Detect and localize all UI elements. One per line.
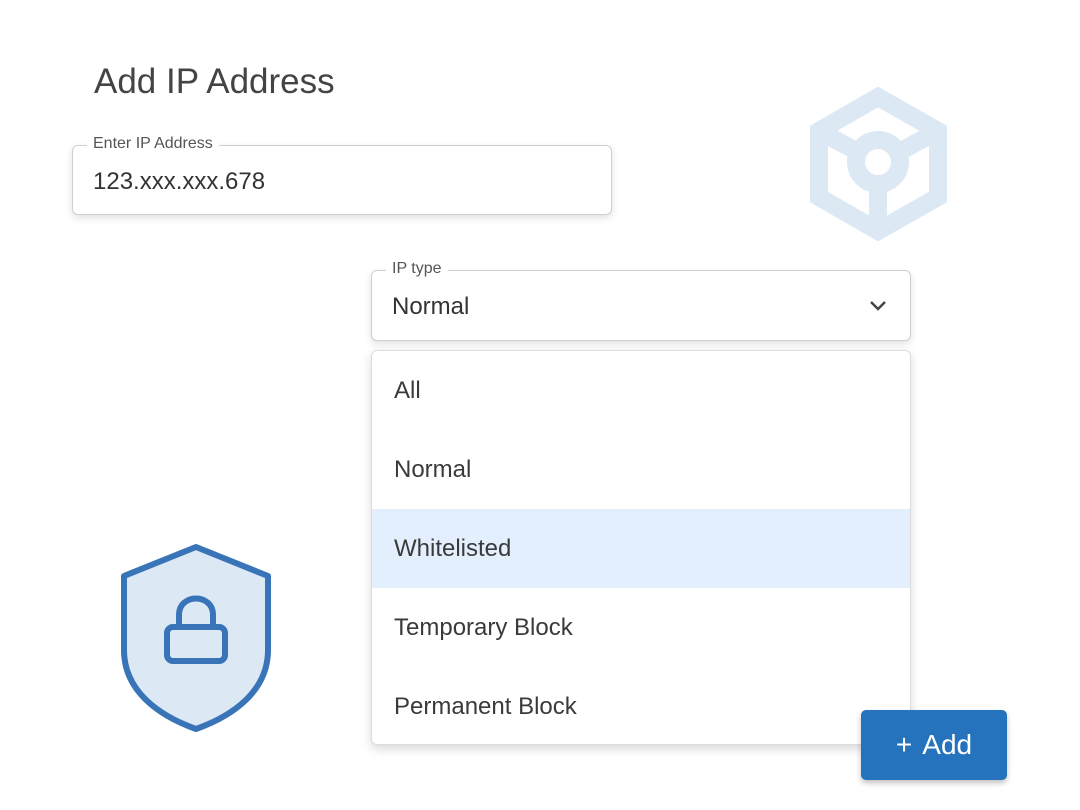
- network-node-icon: [810, 86, 947, 242]
- option-whitelisted[interactable]: Whitelisted: [372, 509, 910, 588]
- ip-type-value: Normal: [392, 293, 470, 320]
- ip-type-label: IP type: [386, 260, 448, 278]
- ip-address-input[interactable]: Enter IP Address 123.xxx.xxx.678: [72, 135, 612, 215]
- ip-type-select[interactable]: IP type Normal: [371, 260, 911, 341]
- chevron-down-icon[interactable]: [868, 295, 888, 315]
- option-temporary-block[interactable]: Temporary Block: [394, 614, 573, 641]
- ip-address-label: Enter IP Address: [87, 135, 219, 153]
- option-all[interactable]: All: [394, 377, 421, 404]
- option-normal[interactable]: Normal: [394, 456, 472, 483]
- plus-icon: +: [895, 729, 913, 760]
- add-button[interactable]: + Add: [861, 710, 1007, 780]
- ip-address-value: 123.xxx.xxx.678: [93, 168, 266, 195]
- option-permanent-block[interactable]: Permanent Block: [394, 693, 577, 720]
- page-title: Add IP Address: [94, 62, 335, 101]
- ip-type-dropdown-menu: All Normal Whitelisted Temporary Block P…: [371, 350, 911, 745]
- add-button-label: Add: [922, 729, 973, 760]
- shield-lock-icon: [121, 544, 271, 732]
